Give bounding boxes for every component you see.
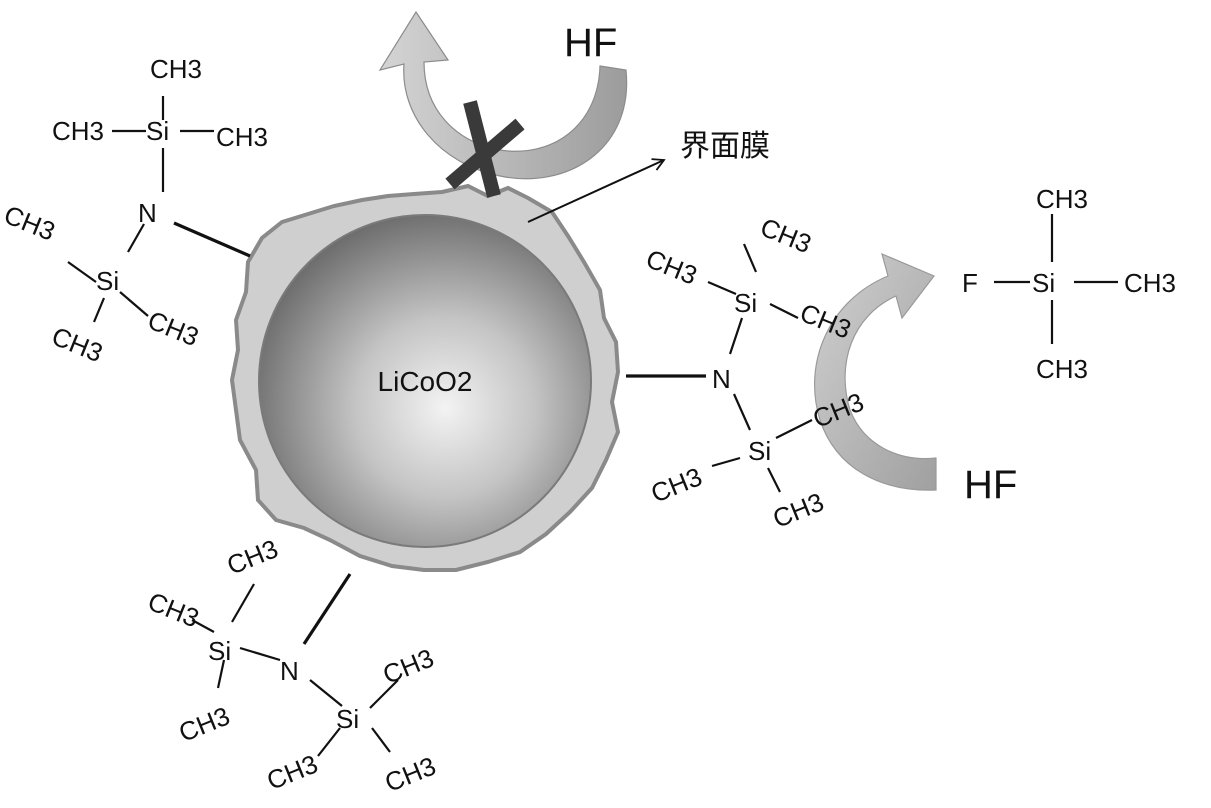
film-label: 界面膜 xyxy=(680,129,770,164)
methyl-label: CH3 xyxy=(144,305,203,352)
silicon-label: Si xyxy=(208,636,231,666)
silazane-group-bottom: CH3 CH3 Si CH3 N CH3 Si CH3 CH3 xyxy=(144,533,440,798)
methyl-label: CH3 xyxy=(144,586,203,633)
methyl-label: CH3 xyxy=(769,487,828,534)
methyl-label: CH3 xyxy=(1124,268,1176,298)
methyl-label: CH3 xyxy=(381,751,440,798)
methyl-label: CH3 xyxy=(223,533,282,580)
silicon-label: Si xyxy=(734,288,757,318)
core-label: LiCoO2 xyxy=(378,366,473,397)
fluorosilane-product: CH3 F Si CH3 CH3 xyxy=(962,184,1176,384)
hf-right-label: HF xyxy=(964,463,1017,507)
methyl-label: CH3 xyxy=(642,243,701,290)
nitrogen-label: N xyxy=(280,656,299,686)
nitrogen-label: N xyxy=(138,198,157,228)
methyl-label: CH3 xyxy=(150,54,202,84)
silicon-label: Si xyxy=(336,704,359,734)
silicon-label: Si xyxy=(146,116,169,146)
silicon-label: Si xyxy=(1032,268,1055,298)
nitrogen-label: N xyxy=(712,364,731,394)
methyl-label: CH3 xyxy=(175,701,234,748)
hf-top-label: HF xyxy=(564,21,617,65)
methyl-label: CH3 xyxy=(0,199,59,246)
methyl-label: CH3 xyxy=(756,212,815,259)
methyl-label: CH3 xyxy=(1036,354,1088,384)
methyl-label: CH3 xyxy=(48,321,107,368)
silazane-group-top-left: CH3 CH3 Si CH3 N CH3 Si CH3 CH3 xyxy=(0,54,268,368)
methyl-label: CH3 xyxy=(1036,184,1088,214)
methyl-label: CH3 xyxy=(263,749,322,796)
methyl-label: CH3 xyxy=(216,122,268,152)
fluorine-label: F xyxy=(962,268,978,298)
silicon-label: Si xyxy=(96,266,119,296)
methyl-label: CH3 xyxy=(647,461,706,508)
silicon-label: Si xyxy=(748,436,771,466)
methyl-label: CH3 xyxy=(52,116,104,146)
methyl-label: CH3 xyxy=(379,643,438,690)
curved-arrow-icon xyxy=(815,254,936,490)
